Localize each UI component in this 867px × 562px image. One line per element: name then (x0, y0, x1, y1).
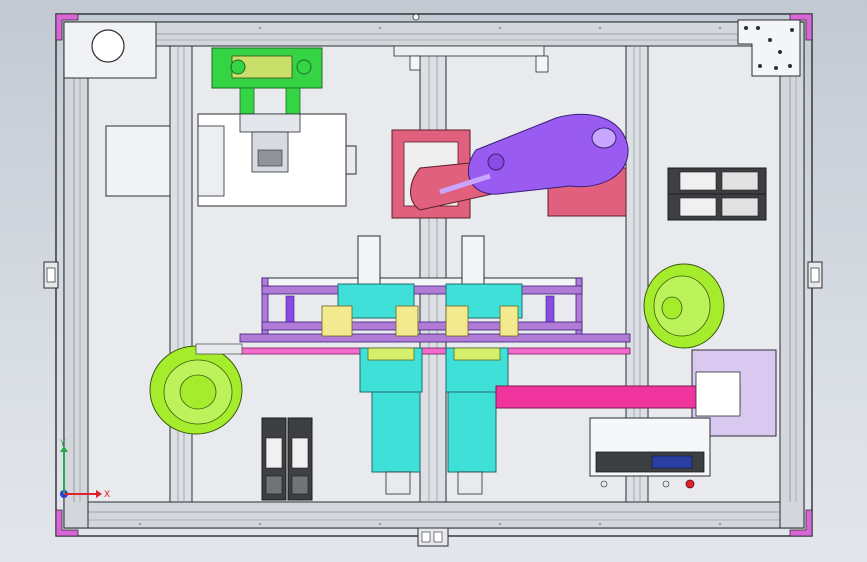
cyan-motor-left (359, 347, 423, 495)
cyan-motor-right (445, 347, 509, 495)
indicator-lamp-icon (662, 480, 670, 488)
corner-bracket-top-left (55, 13, 79, 41)
top-center-bracket (393, 45, 549, 73)
left-housing-box (105, 125, 171, 197)
slider-block-left (321, 305, 353, 337)
bowl-feeder-left (149, 343, 243, 435)
triad-y-arrow (60, 446, 68, 452)
corner-bracket-top-right (789, 13, 813, 41)
green-cylinder-assembly (211, 47, 323, 117)
side-latch-left (43, 261, 59, 289)
top-right-bracket-plate (737, 19, 801, 77)
robot-joint-icon (591, 127, 617, 149)
corner-bracket-bottom-left (55, 509, 79, 537)
coordinate-triad-icon: X Y (59, 439, 110, 500)
frame-left-rail (63, 21, 89, 529)
pick-head-left (321, 235, 419, 337)
frame-post-2 (419, 45, 447, 503)
frame-bottom-rail (63, 501, 805, 529)
relay-module-bottom (667, 193, 767, 221)
scara-robot (391, 113, 629, 219)
power-supply-left (261, 417, 287, 501)
frame-right-rail (779, 21, 805, 529)
emergency-stop-icon (685, 479, 695, 489)
cylinder-port-left-icon (230, 59, 246, 75)
rail-bolts (138, 26, 722, 526)
top-left-mount-plate (63, 21, 157, 79)
bowl-feeder-right (643, 263, 725, 349)
corner-bracket-bottom-right (789, 509, 813, 537)
relay-module-top (667, 167, 767, 195)
pick-head-right (445, 235, 523, 337)
mount-hole-icon (91, 29, 125, 63)
side-latch-right (807, 261, 823, 289)
cylinder-port-right-icon (296, 59, 312, 75)
feeder-hub-icon (661, 296, 683, 320)
triad-x-arrow (96, 490, 102, 498)
power-supply-right (287, 417, 313, 501)
gripper-station (197, 113, 357, 207)
triad-x-label: X (104, 490, 110, 500)
control-box (589, 417, 711, 489)
slider-block-right (499, 305, 519, 337)
bottom-latch (417, 527, 449, 547)
triad-y-label: Y (59, 439, 66, 449)
